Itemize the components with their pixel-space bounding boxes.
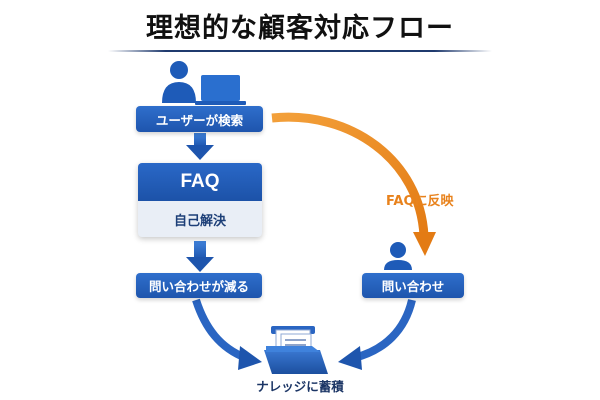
page-title: 理想的な顧客対応フロー	[146, 13, 454, 44]
faq-card: FAQ 自己解決	[138, 163, 262, 237]
title-divider	[108, 50, 492, 52]
person-icon	[384, 242, 412, 270]
knowledge-label: ナレッジに蓄積	[256, 379, 344, 394]
folder-documents-icon	[264, 326, 328, 374]
person-with-laptop-icon	[162, 61, 246, 105]
arrow-search-to-faq	[186, 133, 214, 160]
arrow-faq-to-decrease	[186, 241, 214, 272]
arrow-decrease-to-knowledge	[192, 298, 262, 370]
user-search-box: ユーザーが検索	[136, 106, 263, 132]
faq-subtitle: 自己解決	[173, 213, 226, 229]
arrow-inquiry-to-knowledge	[338, 298, 416, 370]
inquiries-decrease-box: 問い合わせが減る	[136, 273, 262, 298]
reflect-faq-label: FAQに反映	[386, 194, 454, 209]
arrow-reflect-to-inquiry	[271, 112, 436, 256]
inquiry-box: 問い合わせ	[362, 273, 464, 298]
faq-header: FAQ	[138, 163, 262, 201]
